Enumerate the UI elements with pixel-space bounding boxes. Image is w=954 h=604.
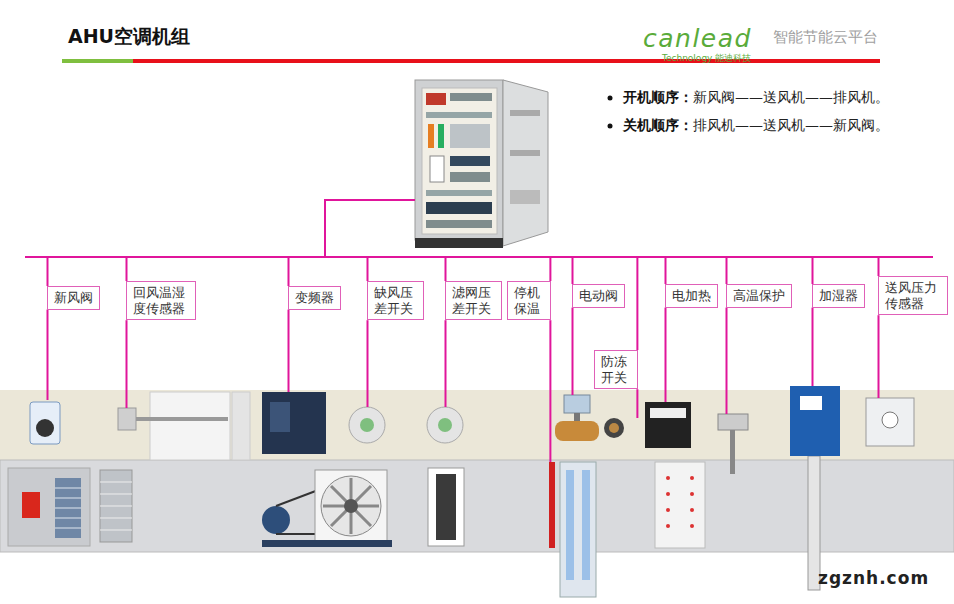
signal-wire <box>367 320 369 407</box>
signal-wire <box>367 257 369 281</box>
logo-text: canlead <box>643 26 752 51</box>
signal-wire <box>288 310 290 392</box>
signal-wire <box>572 257 574 284</box>
device-label: 送风压力 传感器 <box>885 280 941 311</box>
device-label: 电加热 <box>672 288 711 304</box>
signal-wire <box>126 257 128 281</box>
bullet <box>608 124 613 129</box>
label-box: 回风温湿 度传感器 <box>126 281 196 320</box>
label-box: 停机 保温 <box>507 281 551 320</box>
label-box: 高温保护 <box>726 284 792 308</box>
label-box: 电加热 <box>665 284 718 308</box>
signal-wire <box>636 257 638 350</box>
slogan: 智能节能云平台 <box>773 30 878 45</box>
device-label: 新风阀 <box>54 290 93 306</box>
signal-wire <box>665 257 667 284</box>
device-label: 滤网压 差开关 <box>452 285 495 316</box>
label-box: 新风阀 <box>47 286 100 310</box>
sequence-heading: 开机顺序： <box>623 89 693 106</box>
device-label: 回风温湿 度传感器 <box>133 285 189 316</box>
signal-wire <box>47 257 49 286</box>
signal-wire <box>288 257 290 286</box>
signal-wire <box>636 389 638 418</box>
label-box: 加湿器 <box>812 284 865 308</box>
header-bar <box>133 59 880 63</box>
label-box: 变频器 <box>288 286 341 310</box>
device-label: 停机 保温 <box>514 285 544 316</box>
cabinet-link <box>325 200 415 257</box>
bullet <box>608 96 613 101</box>
label-box: 缺风压 差开关 <box>367 281 424 320</box>
device-label: 高温保护 <box>733 288 785 304</box>
signal-wire <box>726 257 728 284</box>
label-box: 滤网压 差开关 <box>445 281 502 320</box>
signal-wire <box>47 310 49 400</box>
signal-wire <box>878 315 880 398</box>
sequence-heading: 关机顺序： <box>623 117 693 134</box>
sequence-text: 新风阀——送风机——排风机。 <box>693 89 889 106</box>
signal-wire <box>445 320 447 407</box>
field-devices <box>30 386 914 474</box>
diagram-title: AHU空调机组 <box>68 24 190 50</box>
label-box: 送风压力 传感器 <box>878 276 948 315</box>
device-label: 防冻 开关 <box>601 354 631 385</box>
signal-wire <box>572 308 574 395</box>
bus-line <box>25 256 933 258</box>
device-label: 加湿器 <box>819 288 858 304</box>
signal-wire <box>812 257 814 284</box>
label-box: 电动阀 <box>572 284 625 308</box>
logo-subtext: Technology 能迪科技 <box>662 54 751 63</box>
sequence-text: 排风机——送风机——新风阀。 <box>693 117 889 134</box>
signal-wire <box>549 257 551 281</box>
device-label: 变频器 <box>295 290 334 306</box>
signal-wire <box>549 320 551 462</box>
signal-wire <box>665 308 667 402</box>
signal-wire <box>126 320 128 408</box>
header-bar <box>62 59 133 63</box>
label-box: 防冻 开关 <box>594 350 638 389</box>
signal-wire <box>726 308 728 414</box>
device-label: 缺风压 差开关 <box>374 285 417 316</box>
control-cabinet <box>415 80 548 248</box>
signal-wire <box>878 257 880 276</box>
device-label: 电动阀 <box>579 288 618 304</box>
signal-wire <box>812 308 814 386</box>
signal-wire <box>445 257 447 281</box>
watermark: zgznh.com <box>818 570 929 587</box>
